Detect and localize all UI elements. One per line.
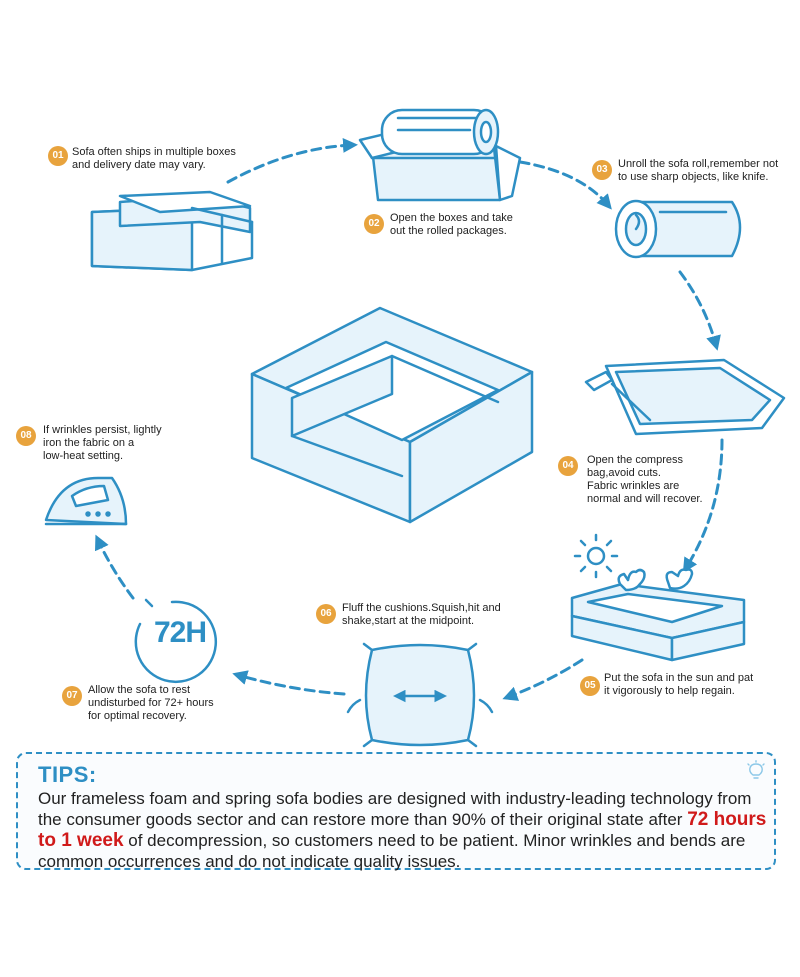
timer-icon <box>134 598 218 684</box>
sofa-in-sun-icon <box>570 582 746 662</box>
arrow-06-07 <box>232 670 346 696</box>
arrow-01-02 <box>226 137 358 184</box>
step-number-badge: 07 <box>62 686 82 706</box>
step-number-badge: 03 <box>592 160 612 180</box>
tips-body: Our frameless foam and spring sofa bodie… <box>38 788 773 872</box>
step-text: If wrinkles persist, lightly <box>43 424 162 436</box>
iron-icon <box>44 476 128 526</box>
tips-title: TIPS: <box>38 762 97 787</box>
step-text: Fluff the cushions.Squish,hit and <box>342 602 501 614</box>
arrow-05-06 <box>502 658 584 701</box>
flow-arrows <box>95 137 724 701</box>
sofa-roll-icon <box>614 199 742 259</box>
step-text: normal and will recover. <box>587 493 703 505</box>
step-text: for optimal recovery. <box>88 710 187 722</box>
step-text: low-heat setting. <box>43 450 124 462</box>
lightbulb-icon <box>747 760 765 779</box>
step-text: Fabric wrinkles are <box>587 480 680 492</box>
step-text: Open the compress <box>587 454 683 466</box>
boxes-icon <box>90 190 254 272</box>
step-text: out the rolled packages. <box>390 225 507 237</box>
step-text: Unroll the sofa roll,remember not <box>618 158 779 170</box>
compress-bag-icon <box>584 358 786 436</box>
timer-label: 72H <box>153 616 207 649</box>
step-text: undisturbed for 72+ hours <box>88 697 214 709</box>
tips-text-before: Our frameless foam and spring sofa bodie… <box>38 789 752 829</box>
step-text: Sofa often ships in multiple boxes <box>72 146 236 158</box>
sun-icon <box>573 533 619 579</box>
step-text: Put the sofa in the sun and pat <box>604 672 754 684</box>
arrow-07-08 <box>95 534 135 600</box>
arrow-04-05 <box>682 438 724 574</box>
sofa-icon <box>250 306 534 524</box>
step-text: it vigorously to help regain. <box>604 685 735 697</box>
step-text: Allow the sofa to rest <box>88 684 191 696</box>
step-text: and delivery date may vary. <box>72 159 206 171</box>
step-text: Open the boxes and take <box>390 212 513 224</box>
step-number-badge: 08 <box>16 426 36 446</box>
step-text: bag,avoid cuts. <box>587 467 661 479</box>
open-box-roll-icon <box>358 108 522 202</box>
arrow-03-04 <box>678 270 721 351</box>
step-text: to use sharp objects, like knife. <box>618 171 769 183</box>
step-number-badge: 06 <box>316 604 336 624</box>
tips-text-after: of decompression, so customers need to b… <box>38 831 746 871</box>
tips-highlight: 72 hours to 1 week <box>38 809 767 851</box>
step-number-badge: 02 <box>364 214 384 234</box>
tips-box: TIPS: Our frameless foam and spring sofa… <box>16 752 776 872</box>
step-number-badge: 01 <box>48 146 68 166</box>
step-number-badge: 04 <box>558 456 578 476</box>
hand-icon <box>617 568 694 592</box>
pillow-icon <box>346 642 494 748</box>
arrow-02-03 <box>518 160 612 210</box>
step-text: shake,start at the midpoint. <box>342 615 475 627</box>
step-text: iron the fabric on a <box>43 437 135 449</box>
step-number-badge: 05 <box>580 676 600 696</box>
